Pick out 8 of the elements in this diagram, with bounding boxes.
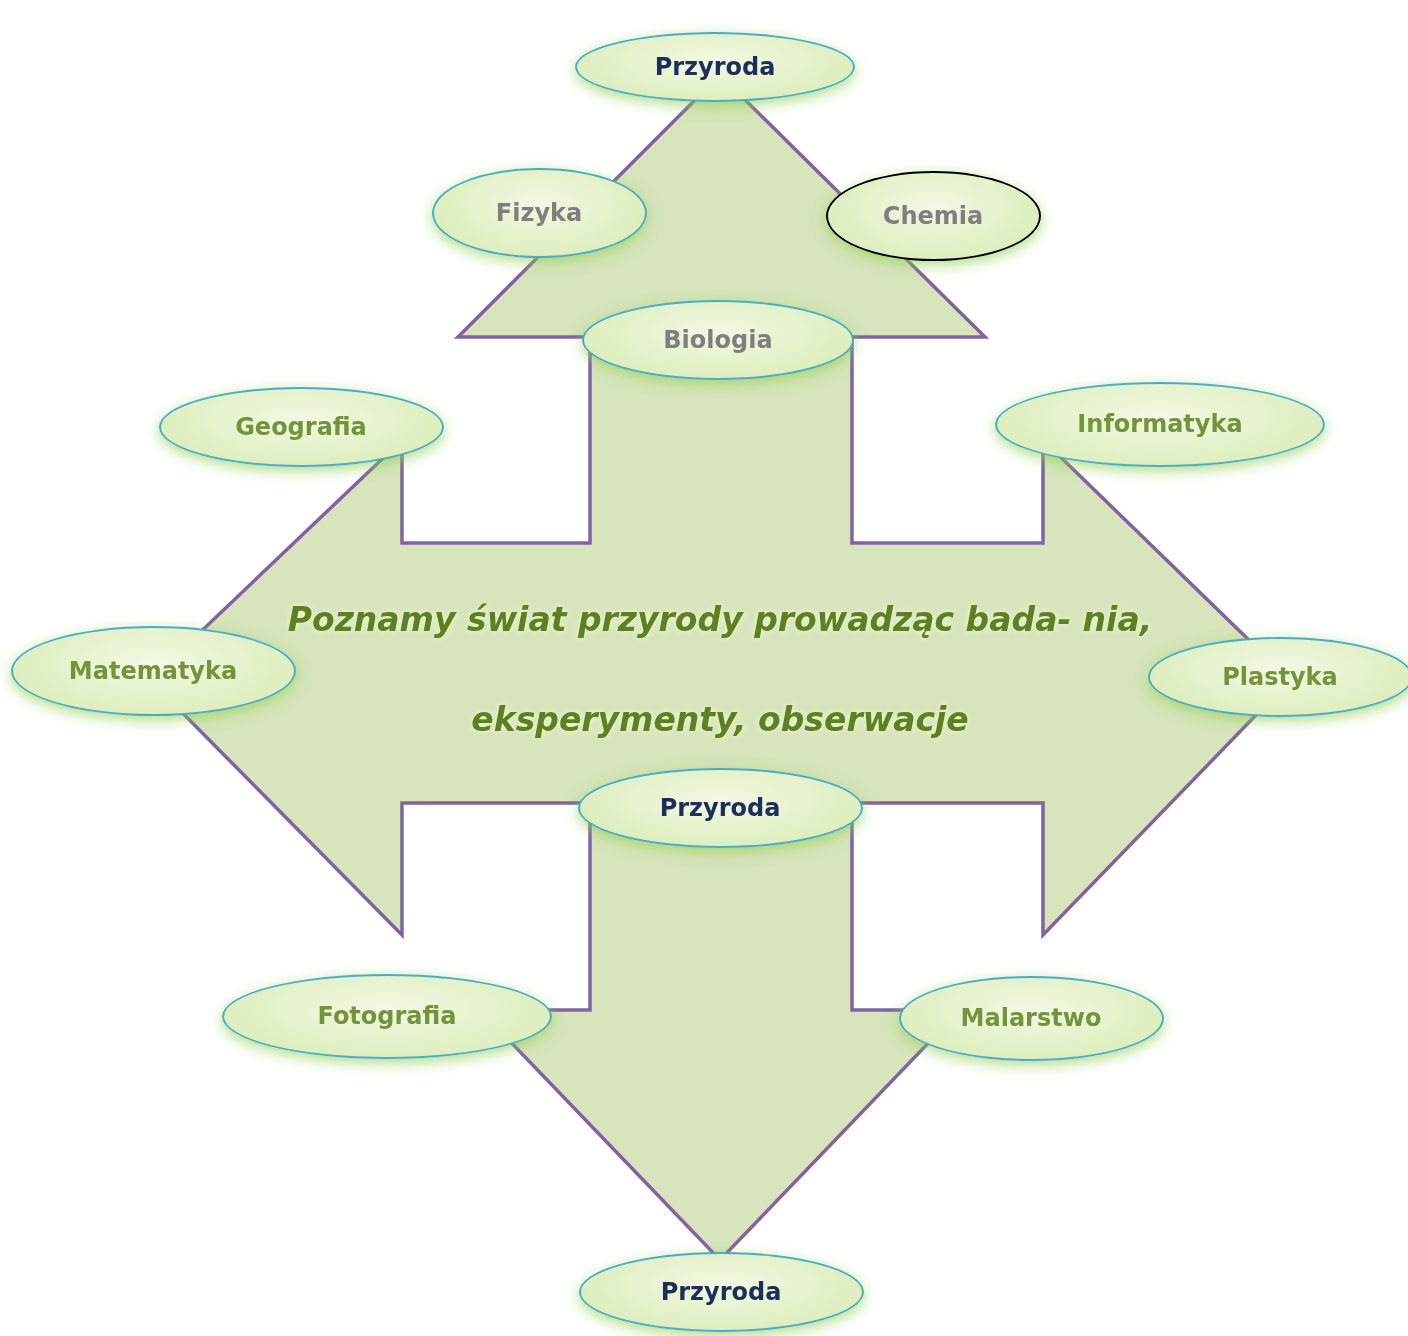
subject-ellipse: Fizyka (431, 168, 647, 258)
subject-ellipse: Geografia (158, 387, 444, 467)
subject-ellipse: Chemia (825, 171, 1041, 261)
subject-ellipse: Przyroda (578, 1252, 864, 1332)
subject-ellipse: Malarstwo (898, 975, 1164, 1061)
subject-ellipse: Przyroda (575, 32, 855, 102)
subject-ellipse: Informatyka (995, 381, 1325, 467)
subject-ellipse: Fotografia (222, 973, 552, 1059)
